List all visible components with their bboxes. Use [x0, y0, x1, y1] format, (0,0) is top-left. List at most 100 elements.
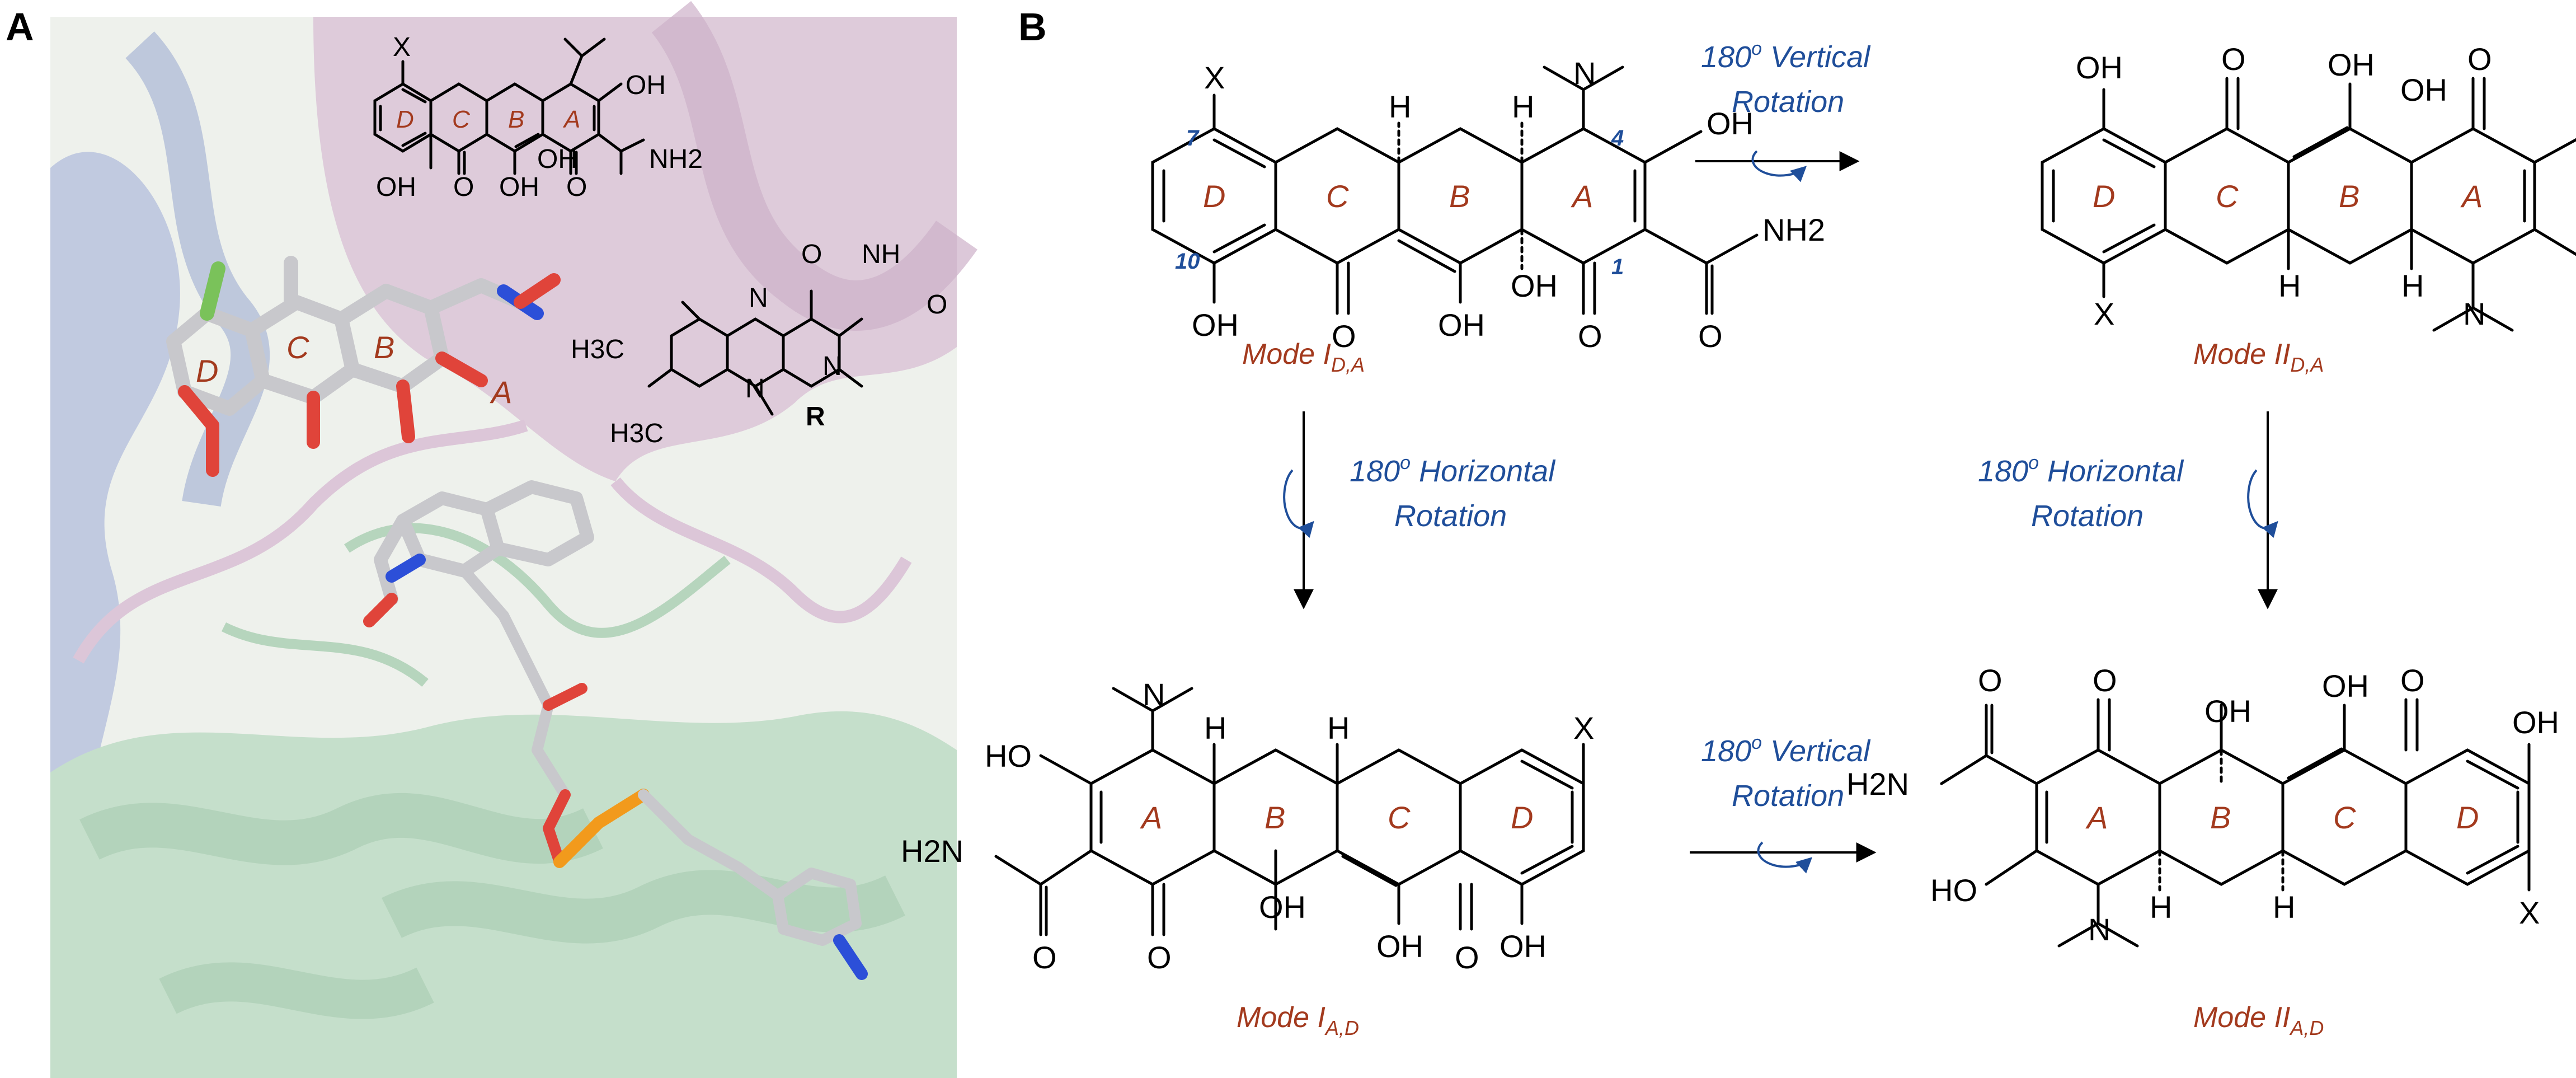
flavin-o-right: O — [927, 290, 947, 320]
flavin-n1: N — [749, 283, 768, 313]
bl-h2n: H2N — [901, 833, 963, 869]
mode-br-text: Mode II — [2193, 1001, 2290, 1034]
bl-ring-a: A — [1140, 800, 1162, 835]
tr-ring-d: D — [2093, 179, 2115, 214]
flavin-n3: N — [822, 351, 842, 381]
arrow-right-vertical: 180o Horizontal Rotation — [1978, 411, 2278, 610]
rot-left-word: Horizontal — [1411, 454, 1556, 488]
panel-b-letter: B — [1018, 5, 1047, 49]
arrow-top-horizontal: 180o Vertical Rotation — [1695, 38, 1871, 182]
a-ring-c: C — [452, 106, 471, 133]
rot-top-word: Vertical — [1762, 40, 1871, 74]
svg-text:180o Horizontal: 180o Horizontal — [1978, 452, 2184, 488]
arrow-left-vertical: 180o Horizontal Rotation — [1283, 411, 1556, 610]
tr-n: N — [2463, 296, 2485, 331]
structure-mode-ii-da: OH O OH OH O O NH2 OH X H H N D C B A — [2041, 41, 2576, 332]
bl-oh-center: OH — [1259, 889, 1306, 925]
panel-a-flavin-structure: H3C H3C N N N NH O O R — [571, 240, 947, 448]
tl-o-right: O — [1578, 318, 1602, 354]
tl-h1: H — [1389, 89, 1411, 124]
mode-tl-sub: D,A — [1331, 353, 1365, 376]
br-oh-right: OH — [2512, 705, 2559, 740]
tr-o-a: O — [2467, 41, 2492, 77]
bl-o-c: O — [1455, 940, 1479, 975]
a-o-right: O — [566, 172, 587, 202]
tl-x: X — [1204, 60, 1225, 95]
flavin-ch3-bottom: H3C — [610, 419, 664, 448]
a-oh-left: OH — [376, 172, 416, 202]
br-oh-top: OH — [2322, 668, 2369, 704]
bl-ring-c: C — [1388, 800, 1411, 835]
rot-left-sup: o — [1400, 452, 1411, 474]
svg-text:Mode IID,A: Mode IID,A — [2193, 338, 2324, 376]
a-oh-bottom-mid: OH — [499, 172, 539, 202]
rot-top-180: 180 — [1701, 40, 1751, 74]
mode-label-br: Mode IIA,D — [2193, 1001, 2324, 1039]
bl-oh-bottom: OH — [1376, 929, 1423, 964]
br-ho: HO — [1930, 873, 1977, 908]
mode-label-tl: Mode ID,A — [1242, 338, 1365, 376]
panel-a-3d-ring-labels: D C B A — [196, 330, 512, 410]
rot-bottom-rotation: Rotation — [1732, 779, 1844, 813]
tl-n: N — [1573, 55, 1596, 91]
svg-text:Mode ID,A: Mode ID,A — [1242, 338, 1365, 376]
flavin-o-top: O — [801, 240, 822, 269]
tl-oh-mid: OH — [1511, 268, 1558, 303]
tl-oh-center: OH — [1438, 307, 1485, 343]
flavin-n2: N — [745, 374, 765, 404]
panel-b: B X H H N OH OH OH OH — [901, 5, 2576, 1039]
br-o-a: O — [2093, 663, 2117, 698]
tl-oh-top: OH — [1707, 106, 1754, 141]
tl-o-amide: O — [1698, 318, 1723, 354]
tl-num-1: 1 — [1611, 255, 1624, 279]
a3d-ring-b: B — [374, 330, 394, 365]
bl-o-a: O — [1147, 940, 1172, 975]
bl-oh-right: OH — [1499, 929, 1546, 964]
flavin-r-label: R — [806, 402, 825, 432]
mode-tr-sub: D,A — [2290, 353, 2324, 376]
a-x-label: X — [393, 32, 411, 62]
br-ring-c: C — [2333, 800, 2356, 835]
tl-num-7: 7 — [1186, 126, 1200, 151]
structure-mode-i-da: X H H N OH OH OH OH O O O NH2 7 4 10 1 D… — [1151, 55, 1825, 354]
a-oh-top-right: OH — [626, 71, 666, 100]
tr-ring-b: B — [2339, 179, 2359, 214]
bl-h2: H — [1327, 710, 1350, 746]
svg-text:180o Horizontal: 180o Horizontal — [1350, 452, 1556, 488]
rot-right-rotation: Rotation — [2031, 499, 2143, 533]
rot-bottom-180: 180 — [1701, 734, 1751, 768]
flavin-ch3-top: H3C — [571, 335, 624, 364]
flavin-nh: NH — [862, 240, 900, 269]
tr-oh-top-mid: OH — [2328, 47, 2375, 82]
tr-oh-top-left: OH — [2076, 50, 2123, 85]
tr-h2: H — [2401, 268, 2424, 303]
a3d-ring-c: C — [286, 330, 309, 365]
tr-x: X — [2094, 296, 2114, 331]
bl-n: N — [1143, 677, 1165, 712]
br-n: N — [2088, 912, 2110, 947]
rot-right-word: Horizontal — [2039, 454, 2184, 488]
bl-ho: HO — [985, 738, 1032, 774]
tr-h1: H — [2278, 268, 2301, 303]
tl-ring-b: B — [1449, 179, 1470, 214]
mode-tl-text: Mode I — [1242, 338, 1331, 371]
a-oh-center: OH — [537, 144, 577, 174]
tl-nh2: NH2 — [1762, 212, 1825, 247]
tl-ring-d: D — [1203, 179, 1225, 214]
br-h1: H — [2150, 889, 2172, 925]
a3d-ring-d: D — [196, 353, 218, 388]
a-ring-a: A — [562, 106, 580, 133]
mode-label-tr: Mode IID,A — [2193, 338, 2324, 376]
rot-right-sup: o — [2028, 452, 2039, 474]
a-nh2-label: NH2 — [649, 144, 703, 174]
br-o-amide: O — [1978, 663, 2002, 698]
mode-br-sub: A,D — [2289, 1016, 2324, 1039]
br-h2: H — [2273, 889, 2295, 925]
tl-ring-c: C — [1326, 179, 1349, 214]
br-ring-a: A — [2085, 800, 2108, 835]
bl-o-amide: O — [1032, 940, 1057, 975]
tl-ring-a: A — [1571, 179, 1593, 214]
tl-oh-bottom-left: OH — [1192, 307, 1239, 343]
tl-h2: H — [1512, 89, 1534, 124]
svg-text:Mode IIA,D: Mode IIA,D — [2193, 1001, 2324, 1039]
